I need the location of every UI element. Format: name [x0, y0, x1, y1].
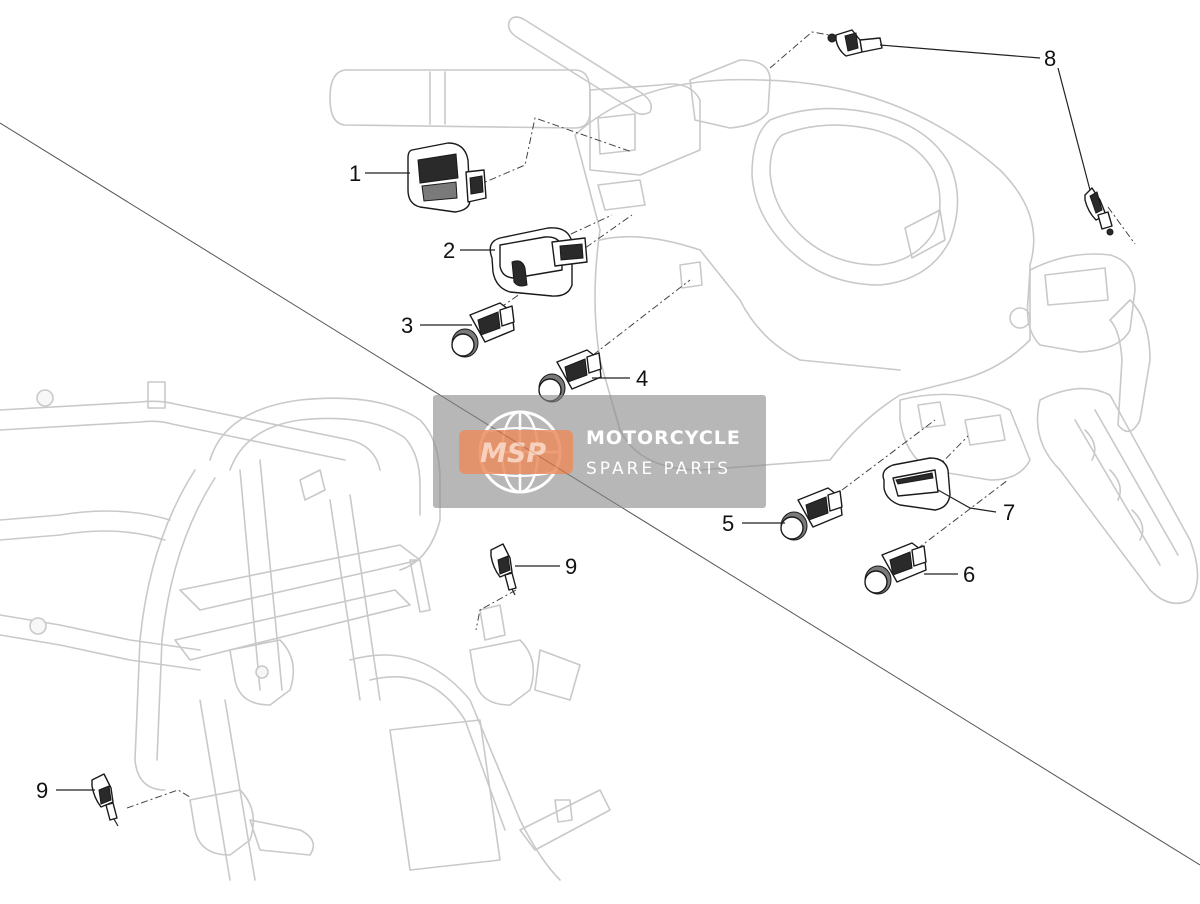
- part-6-push-button[interactable]: [864, 542, 927, 595]
- callout-6: 6: [963, 562, 975, 587]
- part-9-sensor-lower[interactable]: [91, 773, 119, 827]
- callout-8: 8: [1044, 46, 1056, 71]
- callout-9-upper: 9: [565, 554, 577, 579]
- callout-4: 4: [636, 366, 648, 391]
- watermark: MSP MOTORCYCLE SPARE PARTS: [433, 395, 766, 508]
- part-7-bezel[interactable]: [882, 457, 951, 511]
- part-9-sensor-upper[interactable]: [490, 543, 517, 596]
- part-3-push-button[interactable]: [451, 302, 515, 358]
- part-5-push-button[interactable]: [780, 487, 843, 541]
- part-8-stop-switch-lower[interactable]: [1084, 187, 1114, 236]
- leader-lines: [56, 44, 1091, 791]
- callout-1: 1: [349, 161, 361, 186]
- part-1-switch[interactable]: [407, 142, 487, 213]
- callout-9-lower: 9: [36, 778, 48, 803]
- callout-labels: 1 2 3 4 5 6 7 8 9 9: [36, 46, 1056, 803]
- watermark-line2: SPARE PARTS: [586, 459, 731, 479]
- callout-7: 7: [1003, 500, 1015, 525]
- part-4-push-button[interactable]: [538, 349, 602, 403]
- watermark-panel: [433, 395, 766, 508]
- handlebar-assembly-ghost: [329, 16, 1199, 605]
- watermark-line1: MOTORCYCLE: [586, 427, 741, 449]
- part-8-stop-switch-upper[interactable]: [827, 29, 883, 57]
- watermark-logo-text: MSP: [480, 438, 546, 469]
- part-2-switch-bezel[interactable]: [489, 227, 588, 297]
- frame-ghost: [0, 381, 611, 881]
- watermark-logo-badge: [459, 430, 573, 474]
- callout-3: 3: [401, 313, 413, 338]
- callout-2: 2: [443, 238, 455, 263]
- callout-5: 5: [722, 511, 734, 536]
